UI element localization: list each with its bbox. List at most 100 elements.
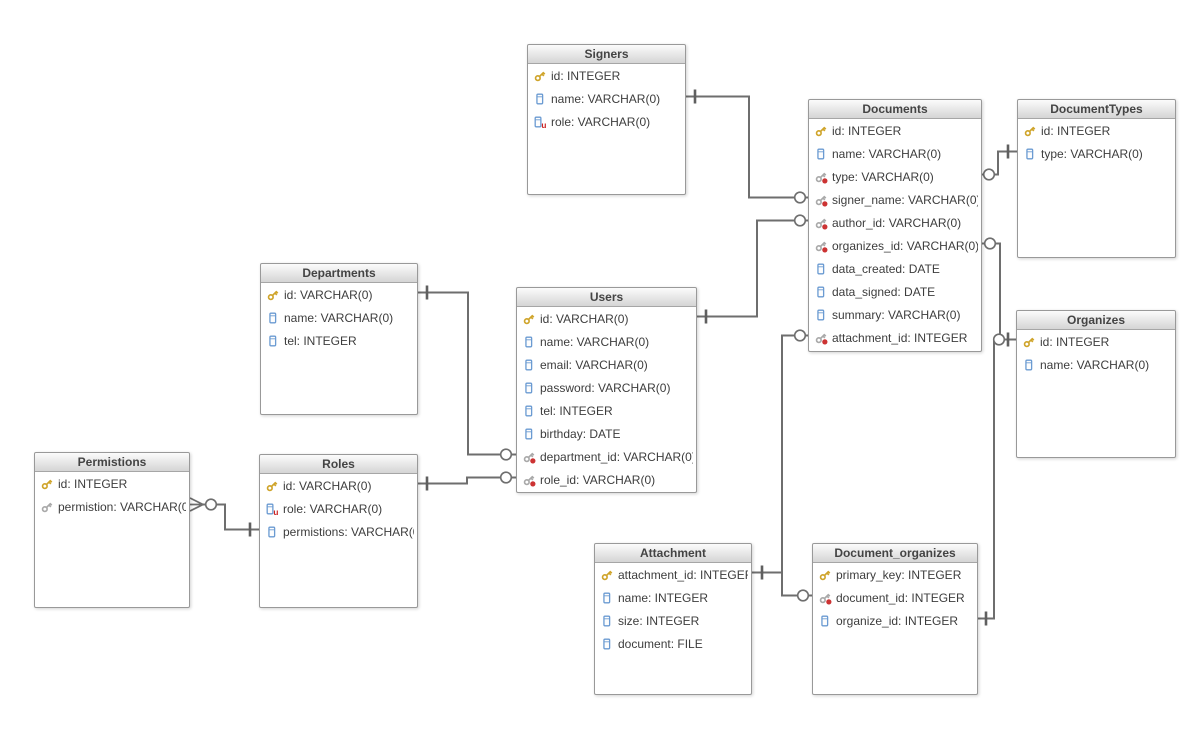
field-row[interactable]: name: VARCHAR(0) <box>809 142 981 165</box>
relationship-line[interactable] <box>418 291 516 456</box>
foreign-key-icon <box>522 473 536 487</box>
field-row[interactable]: primary_key: INTEGER <box>813 563 977 586</box>
field-row[interactable]: id: INTEGER <box>1017 330 1175 353</box>
unique-column-icon: u <box>533 115 547 129</box>
relationship-line[interactable] <box>978 338 1016 620</box>
primary-key-icon <box>266 288 280 302</box>
field-row[interactable]: id: VARCHAR(0) <box>261 283 417 306</box>
column-icon <box>533 92 547 106</box>
column-icon <box>600 614 614 628</box>
field-label: data_signed: DATE <box>832 284 936 299</box>
field-row[interactable]: data_created: DATE <box>809 257 981 280</box>
field-row[interactable]: attachment_id: INTEGER <box>595 563 751 586</box>
table-header[interactable]: Permistions <box>35 453 189 472</box>
field-row[interactable]: name: VARCHAR(0) <box>517 330 696 353</box>
relationship-line[interactable] <box>982 242 1016 341</box>
relationship-line[interactable] <box>418 476 516 485</box>
field-label: attachment_id: INTEGER <box>618 567 748 582</box>
table-header[interactable]: Signers <box>528 45 685 64</box>
column-icon <box>522 404 536 418</box>
field-label: id: VARCHAR(0) <box>284 287 373 302</box>
field-row[interactable]: type: VARCHAR(0) <box>1018 142 1175 165</box>
field-row[interactable]: id: VARCHAR(0) <box>517 307 696 330</box>
field-label: signer_name: VARCHAR(0) <box>832 192 978 207</box>
field-row[interactable]: organize_id: INTEGER <box>813 609 977 632</box>
field-row[interactable]: id: INTEGER <box>1018 119 1175 142</box>
primary-key-icon <box>40 477 54 491</box>
column-icon <box>266 311 280 325</box>
field-row[interactable]: email: VARCHAR(0) <box>517 353 696 376</box>
field-label: document_id: INTEGER <box>836 590 965 605</box>
field-row[interactable]: password: VARCHAR(0) <box>517 376 696 399</box>
field-row[interactable]: organizes_id: VARCHAR(0) <box>809 234 981 257</box>
zero-marker <box>983 237 997 250</box>
table-header[interactable]: Documents <box>809 100 981 119</box>
field-row[interactable]: tel: INTEGER <box>261 329 417 352</box>
field-label: id: INTEGER <box>551 68 621 83</box>
field-row[interactable]: data_signed: DATE <box>809 280 981 303</box>
table-header[interactable]: Departments <box>261 264 417 283</box>
field-label: name: INTEGER <box>618 590 709 605</box>
table-documenttypes[interactable]: DocumentTypes id: INTEGER type: VARCHAR(0) <box>1017 99 1176 258</box>
table-header[interactable]: Roles <box>260 455 417 474</box>
many-marker <box>189 497 204 512</box>
foreign-key-icon <box>814 239 828 253</box>
table-header[interactable]: DocumentTypes <box>1018 100 1175 119</box>
field-row[interactable]: id: INTEGER <box>809 119 981 142</box>
field-label: id: INTEGER <box>1041 123 1111 138</box>
field-row[interactable]: attachment_id: INTEGER <box>809 326 981 349</box>
relationship-line[interactable] <box>686 95 808 199</box>
field-row[interactable]: size: INTEGER <box>595 609 751 632</box>
table-departments[interactable]: Departments id: VARCHAR(0) name: VARCHAR(0… <box>260 263 418 415</box>
column-icon <box>818 614 832 628</box>
field-label: role: VARCHAR(0) <box>283 501 383 516</box>
column-icon <box>600 637 614 651</box>
field-row[interactable]: id: VARCHAR(0) <box>260 474 417 497</box>
zero-marker <box>793 191 807 204</box>
field-row[interactable]: document_id: INTEGER <box>813 586 977 609</box>
relationship-line[interactable] <box>781 334 808 573</box>
table-attachment[interactable]: Attachment attachment_id: INTEGER name: IN… <box>594 543 752 695</box>
zero-marker <box>992 333 1006 346</box>
field-row[interactable]: name: VARCHAR(0) <box>261 306 417 329</box>
field-row[interactable]: name: INTEGER <box>595 586 751 609</box>
field-row[interactable]: tel: INTEGER <box>517 399 696 422</box>
foreign-key-icon <box>522 450 536 464</box>
field-row[interactable]: id: INTEGER <box>528 64 685 87</box>
column-icon <box>600 591 614 605</box>
primary-key-icon <box>1022 335 1036 349</box>
field-row[interactable]: permistion: VARCHAR(0) <box>35 495 189 518</box>
table-header[interactable]: Document_organizes <box>813 544 977 563</box>
table-header[interactable]: Organizes <box>1017 311 1175 330</box>
field-row[interactable]: author_id: VARCHAR(0) <box>809 211 981 234</box>
table-header[interactable]: Users <box>517 288 696 307</box>
field-label: summary: VARCHAR(0) <box>832 307 961 322</box>
field-row[interactable]: summary: VARCHAR(0) <box>809 303 981 326</box>
field-row[interactable]: role_id: VARCHAR(0) <box>517 468 696 491</box>
relationship-line[interactable] <box>697 219 808 318</box>
field-row[interactable]: permistions: VARCHAR(0) <box>260 520 417 543</box>
field-row[interactable]: document: FILE <box>595 632 751 655</box>
field-row[interactable]: department_id: VARCHAR(0) <box>517 445 696 468</box>
field-row[interactable]: signer_name: VARCHAR(0) <box>809 188 981 211</box>
field-row[interactable]: name: VARCHAR(0) <box>528 87 685 110</box>
field-row[interactable]: name: VARCHAR(0) <box>1017 353 1175 376</box>
field-row[interactable]: type: VARCHAR(0) <box>809 165 981 188</box>
field-row[interactable]: birthday: DATE <box>517 422 696 445</box>
column-icon <box>522 358 536 372</box>
primary-key-icon <box>818 568 832 582</box>
field-row[interactable]: id: INTEGER <box>35 472 189 495</box>
field-label: department_id: VARCHAR(0) <box>540 449 693 464</box>
zero-marker <box>793 329 807 342</box>
table-header[interactable]: Attachment <box>595 544 751 563</box>
